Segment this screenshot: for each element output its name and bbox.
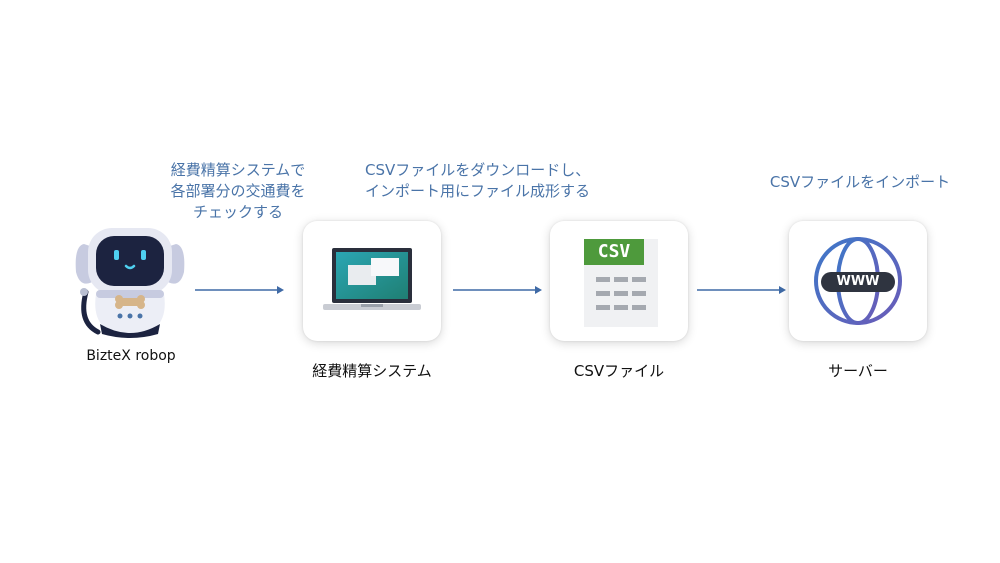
caption-check-expenses: 経費精算システムで 各部署分の交通費を チェックする [170, 161, 306, 221]
csv-file-label: CSVファイル [573, 362, 665, 380]
arrow-to-server [697, 286, 786, 294]
arrow-to-csv-file [453, 286, 542, 294]
arrow-to-expense-system [195, 286, 284, 294]
server-label: サーバー [828, 362, 888, 380]
robot-icon [75, 228, 185, 338]
www-badge-text: WWW [836, 274, 880, 289]
expense-system-card [303, 221, 441, 341]
globe-www-icon [814, 237, 902, 325]
expense-system-label: 経費精算システム [312, 362, 432, 380]
laptop-icon [323, 248, 421, 310]
csv-badge-text: CSV [597, 241, 631, 262]
server-card: WWW [789, 221, 927, 341]
caption-download-csv: CSVファイルをダウンロードし、 インポート用にファイル成形する [365, 161, 591, 200]
csv-file-icon [584, 239, 658, 327]
robot-label: BizteX robop [86, 348, 176, 364]
caption-import-csv: CSVファイルをインポート [769, 173, 951, 191]
csv-file-card: CSV [550, 221, 688, 341]
